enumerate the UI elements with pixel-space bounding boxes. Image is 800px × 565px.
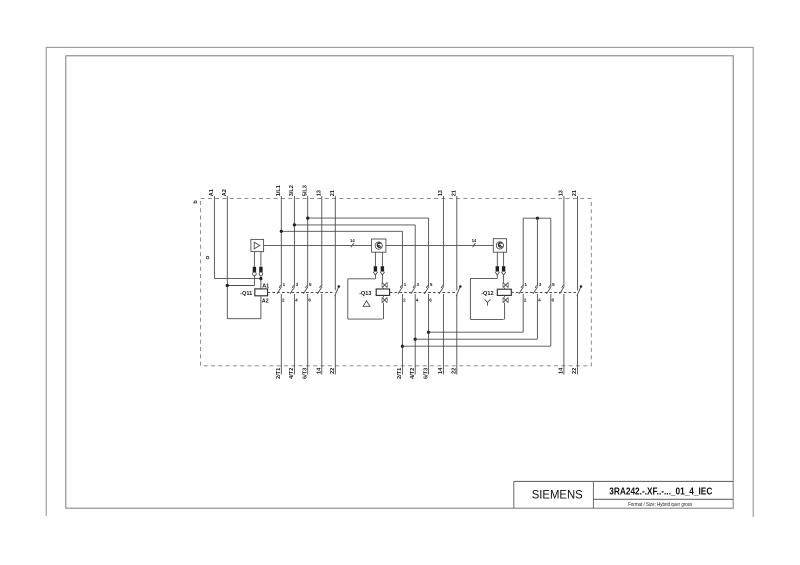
- svg-text:SIEMENS: SIEMENS: [532, 488, 583, 502]
- svg-text:13: 13: [438, 190, 444, 196]
- svg-text:Format / Size: Hybrid quer gro: Format / Size: Hybrid quer gross: [628, 502, 692, 508]
- svg-text:1/L1: 1/L1: [276, 185, 282, 196]
- svg-text:3: 3: [539, 282, 542, 287]
- svg-text:14: 14: [350, 238, 355, 243]
- svg-text:4/T2: 4/T2: [410, 368, 416, 379]
- svg-text:13: 13: [317, 190, 323, 196]
- svg-text:4: 4: [538, 297, 541, 302]
- svg-text:-Q11: -Q11: [240, 291, 252, 297]
- svg-text:b: b: [193, 200, 199, 204]
- svg-text:3: 3: [296, 282, 299, 287]
- svg-text:1: 1: [283, 282, 286, 287]
- svg-text:22: 22: [572, 368, 578, 374]
- svg-text:1: 1: [404, 282, 407, 287]
- svg-text:14: 14: [472, 238, 477, 243]
- svg-text:6/T3: 6/T3: [423, 368, 429, 379]
- svg-text:5: 5: [552, 282, 555, 287]
- svg-text:13: 13: [559, 190, 565, 196]
- svg-text:21: 21: [572, 190, 578, 196]
- svg-text:2: 2: [524, 297, 527, 302]
- svg-text:21: 21: [330, 190, 336, 196]
- svg-text:3/L2: 3/L2: [289, 185, 295, 196]
- svg-text:A2: A2: [262, 298, 269, 304]
- svg-text:-Q13: -Q13: [359, 291, 371, 297]
- svg-text:2/T1: 2/T1: [276, 368, 282, 379]
- svg-text:14: 14: [559, 367, 565, 374]
- svg-text:4: 4: [295, 297, 298, 302]
- svg-text:4: 4: [416, 297, 419, 302]
- svg-text:6: 6: [552, 297, 555, 302]
- svg-text:14: 14: [438, 367, 444, 374]
- svg-text:A1: A1: [262, 283, 269, 289]
- svg-text:6/T3: 6/T3: [302, 368, 308, 379]
- svg-text:21: 21: [452, 190, 458, 196]
- svg-text:4/T2: 4/T2: [289, 368, 295, 379]
- svg-text:2/T1: 2/T1: [397, 368, 403, 379]
- svg-text:3: 3: [417, 282, 420, 287]
- svg-text:5: 5: [430, 282, 433, 287]
- svg-text:14: 14: [317, 367, 323, 374]
- svg-text:5: 5: [309, 282, 312, 287]
- svg-text:2: 2: [282, 297, 285, 302]
- svg-text:2: 2: [403, 297, 406, 302]
- svg-text:6: 6: [429, 297, 432, 302]
- svg-text:22: 22: [330, 368, 336, 374]
- svg-text:A1: A1: [209, 189, 215, 196]
- svg-text:22: 22: [452, 368, 458, 374]
- svg-text:1: 1: [525, 282, 528, 287]
- svg-text:-Q12: -Q12: [481, 291, 493, 297]
- svg-text:6: 6: [308, 297, 311, 302]
- svg-text:5/L3: 5/L3: [302, 185, 308, 196]
- svg-text:3RA242.-.XF..-..._01_4_IEC: 3RA242.-.XF..-..._01_4_IEC: [609, 486, 712, 497]
- svg-text:A2: A2: [222, 189, 228, 196]
